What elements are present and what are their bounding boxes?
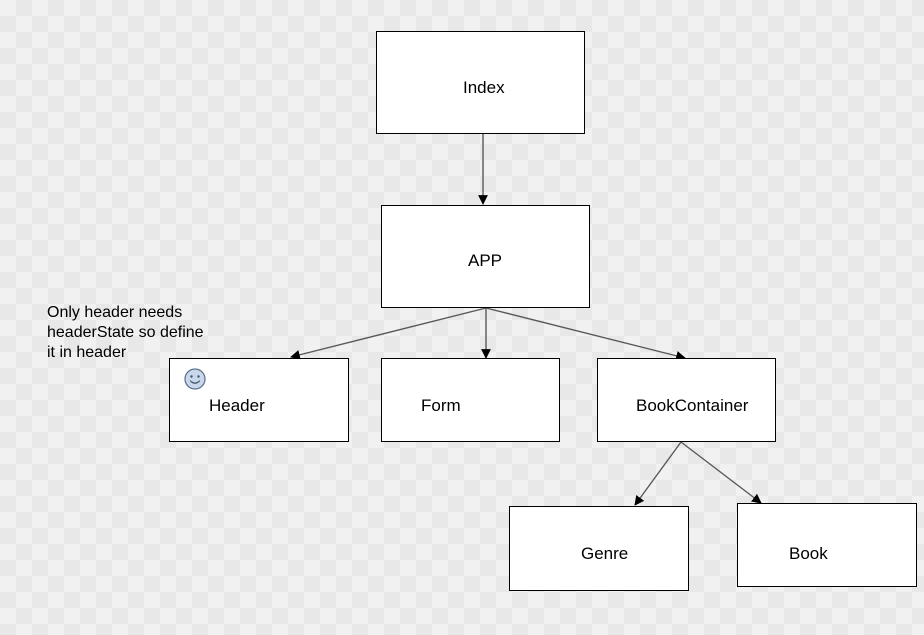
node-header-label: Header: [209, 396, 265, 415]
edge-app-to-bookcontainer: [485, 307, 686, 361]
node-book-label: Book: [789, 544, 828, 563]
edge-app-to-header: [290, 307, 487, 360]
node-book[interactable]: Book: [737, 503, 917, 587]
node-genre[interactable]: Genre: [509, 506, 689, 591]
node-app-label: APP: [468, 251, 503, 270]
node-form[interactable]: Form: [381, 358, 560, 442]
node-bookcontainer[interactable]: BookContainer: [597, 358, 776, 442]
node-form-label: Form: [421, 396, 461, 415]
node-genre-label: Genre: [581, 544, 629, 563]
edge-bookcontainer-to-genre: [634, 441, 682, 506]
node-app[interactable]: APP: [381, 205, 590, 308]
smiley-face-icon: [184, 368, 206, 390]
node-bookcontainer-label: BookContainer: [636, 396, 749, 415]
node-index-label: Index: [463, 78, 505, 97]
annotation-line: Only header needs: [47, 304, 183, 321]
annotation-line: headerState so define: [47, 324, 204, 341]
annotation-note: Only header needs headerState so define …: [47, 303, 247, 363]
node-index[interactable]: Index: [376, 31, 585, 134]
edge-bookcontainer-to-book: [680, 441, 762, 504]
annotation-line: it in header: [47, 344, 127, 361]
